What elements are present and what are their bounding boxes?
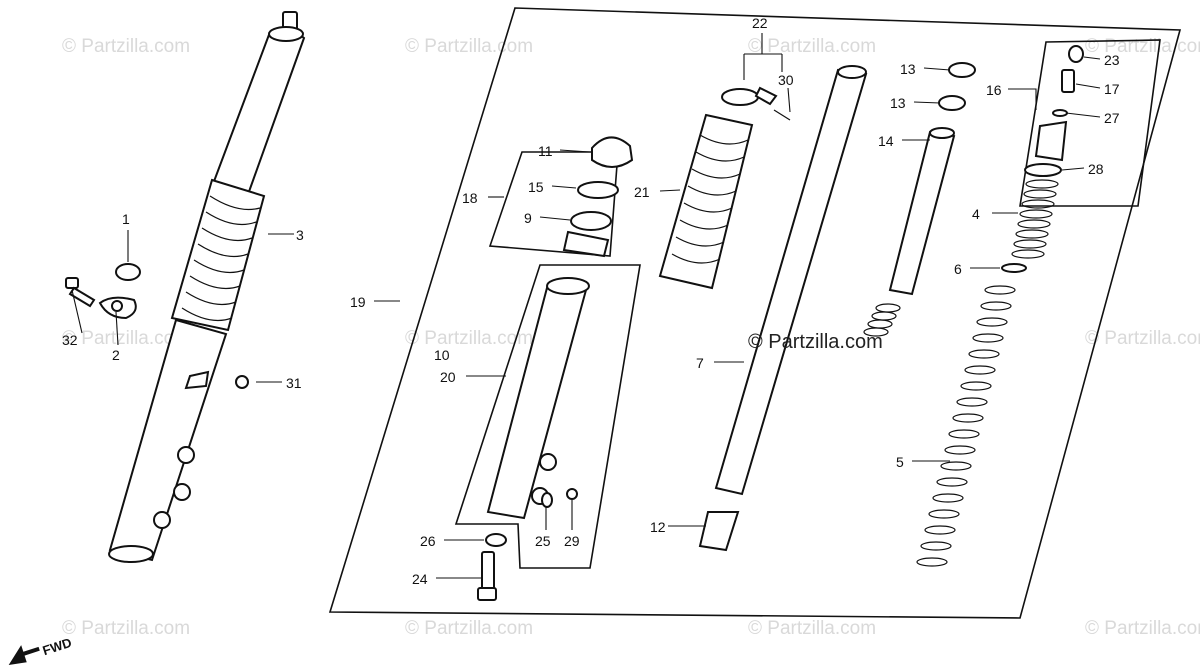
callout-label: 13	[900, 61, 916, 77]
watermark: © Partzilla.com	[405, 328, 533, 349]
watermark-layer: © Partzilla.com © Partzilla.com © Partzi…	[62, 36, 1200, 639]
callout-label: 31	[286, 375, 302, 391]
callout-label: 32	[62, 332, 78, 348]
fwd-indicator: FWD	[8, 635, 74, 665]
callout-label: 18	[462, 190, 478, 206]
callout-label: 10	[434, 347, 450, 363]
watermark: © Partzilla.com	[405, 36, 533, 57]
callout-label: 16	[986, 82, 1002, 98]
callout-label: 22	[752, 15, 768, 31]
watermark: © Partzilla.com	[62, 36, 190, 57]
callout-label: 24	[412, 571, 428, 587]
callout-labels: 1 2 3 32 31 19 18 11 15 9 21 22 30 10 20…	[62, 15, 1120, 587]
watermark: © Partzilla.com	[62, 328, 190, 349]
callout-label: 5	[896, 454, 904, 470]
callout-label: 6	[954, 261, 962, 277]
callout-label: 3	[296, 227, 304, 243]
callout-label: 21	[634, 184, 650, 200]
callout-label: 29	[564, 533, 580, 549]
watermark: © Partzilla.com	[1085, 618, 1200, 639]
callout-label: 1	[122, 211, 130, 227]
spring-group	[916, 179, 1059, 567]
callout-label: 28	[1088, 161, 1104, 177]
boot-group	[658, 86, 791, 290]
callout-label: 4	[972, 206, 980, 222]
watermark: © Partzilla.com	[405, 618, 533, 639]
callout-label: 14	[878, 133, 894, 149]
watermark: © Partzilla.com	[748, 618, 876, 639]
damper-rod-group	[863, 62, 976, 337]
seal-group	[562, 136, 634, 258]
left-fork-assembly	[108, 11, 306, 563]
assembly-frame	[328, 7, 1182, 619]
callout-label: 20	[440, 369, 456, 385]
watermark: © Partzilla.com	[1085, 36, 1200, 57]
callout-label: 19	[350, 294, 366, 310]
small-parts-left	[65, 263, 249, 389]
cap-group	[1024, 45, 1084, 177]
callout-label: 26	[420, 533, 436, 549]
callout-label: 11	[538, 143, 553, 159]
callout-label: 13	[890, 95, 906, 111]
callout-label: 9	[524, 210, 532, 226]
inner-tube-group	[698, 65, 868, 552]
callout-label: 7	[696, 355, 704, 371]
callout-label: 30	[778, 72, 794, 88]
fwd-arrow-icon	[8, 645, 40, 665]
leader-lines	[71, 33, 1101, 579]
watermark: © Partzilla.com	[62, 618, 190, 639]
subgroup-frame-16	[1019, 39, 1161, 207]
callout-label: 25	[535, 533, 551, 549]
watermark: © Partzilla.com	[748, 36, 876, 57]
slider-group	[477, 277, 590, 601]
callout-label: 15	[528, 179, 544, 195]
center-watermark: © Partzilla.com	[748, 331, 883, 353]
callout-label: 17	[1104, 81, 1120, 97]
watermark: © Partzilla.com	[1085, 328, 1200, 349]
callout-label: 12	[650, 519, 666, 535]
fwd-label: FWD	[41, 635, 74, 658]
subgroup-frame-20	[454, 264, 641, 569]
callout-label: 2	[112, 347, 120, 363]
callout-label: 27	[1104, 110, 1120, 126]
callout-label: 23	[1104, 52, 1120, 68]
